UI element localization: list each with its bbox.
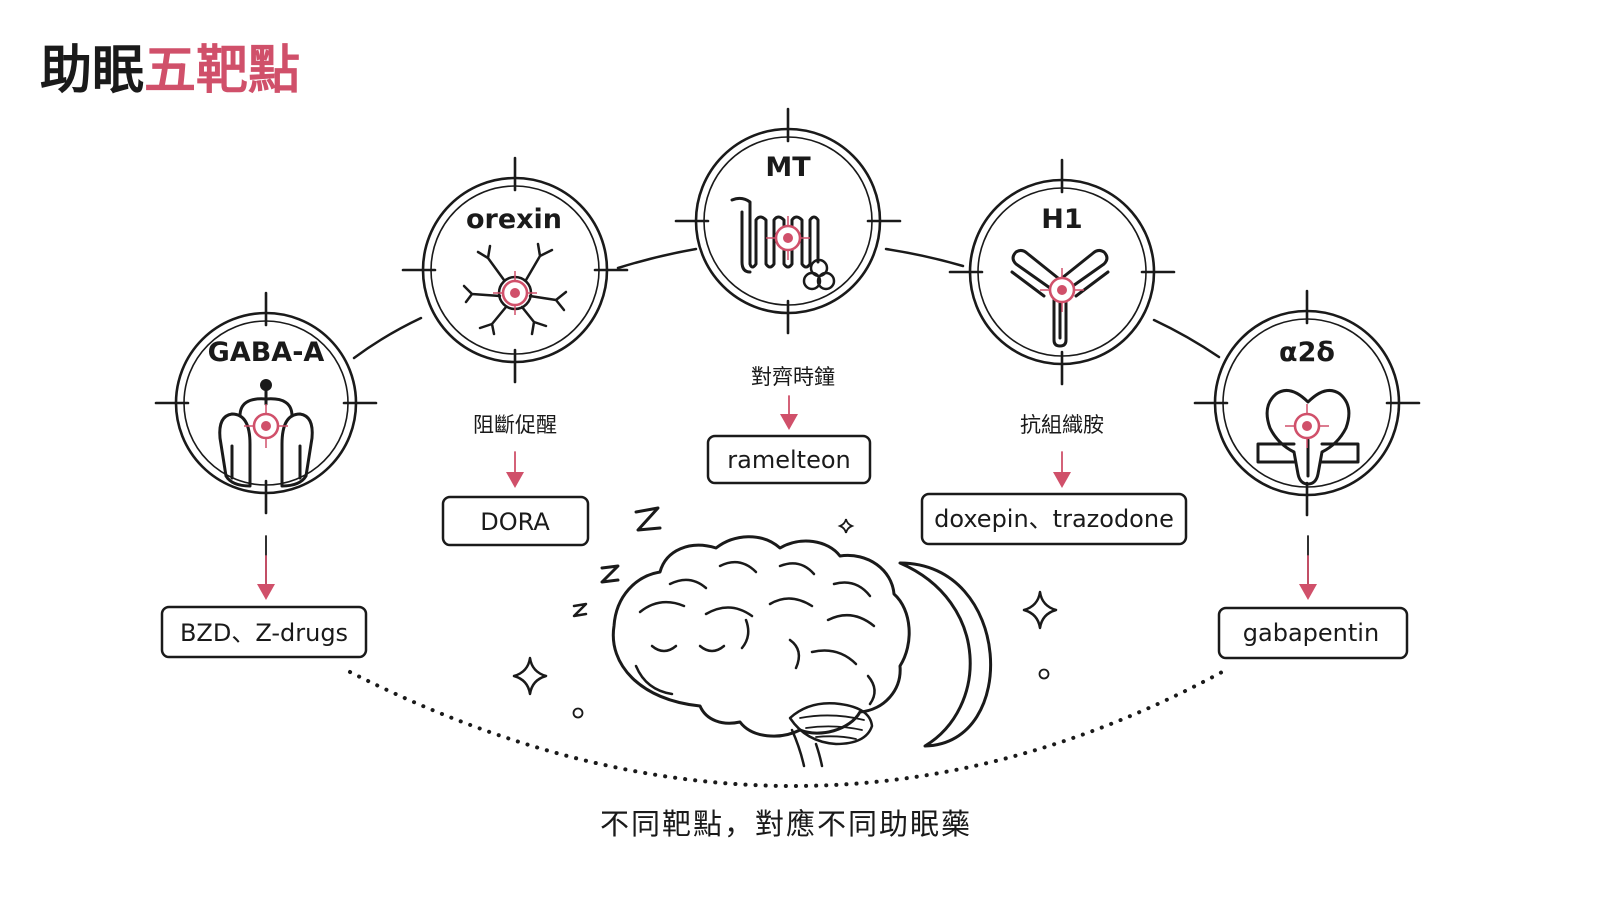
dotted-arc <box>348 670 1224 788</box>
drug-label-a2d: gabapentin <box>1243 619 1379 647</box>
y-receptor-icon <box>1010 248 1110 348</box>
drug-label-h1: doxepin、trazodone <box>934 505 1174 533</box>
leader-arrows <box>257 395 1317 600</box>
bullseye-mt <box>766 216 810 260</box>
calcium-channel-subunit-icon <box>1256 388 1360 486</box>
drug-box-gaba-a: BZD、Z-drugs <box>160 605 368 659</box>
target-label-h1: H1 <box>1041 204 1082 235</box>
bullseye-h1 <box>1040 268 1084 312</box>
title-part-1: 助眠 <box>40 41 144 101</box>
gaba-a-receptor-icon <box>218 379 314 488</box>
drug-box-orexin: DORA <box>441 495 590 547</box>
target-label-a2d: α2δ <box>1279 337 1335 368</box>
sleeping-brain-icon <box>611 535 911 768</box>
crosshair-targets <box>154 107 1421 517</box>
crescent-moon-icon <box>898 561 993 748</box>
drug-box-a2d: gabapentin <box>1217 606 1409 660</box>
page-title: 助眠五靶點 <box>40 41 300 101</box>
zzz-icon <box>572 506 662 618</box>
title-part-2: 五靶點 <box>144 41 300 101</box>
sparkle-icon <box>512 518 1058 719</box>
crosshair-target-orexin <box>401 156 629 384</box>
drug-label-orexin: DORA <box>480 508 550 536</box>
drug-box-mt: ramelteon <box>706 434 872 485</box>
drug-box-h1: doxepin、trazodone <box>920 492 1188 546</box>
footer-caption: 不同靶點，對應不同助眠藥 <box>600 807 972 841</box>
target-connector-arc <box>352 247 1221 360</box>
bullseye-markers <box>244 216 1329 448</box>
mechanism-label-orexin: 阻斷促醒 <box>473 413 557 437</box>
mechanism-label-h1: 抗組織胺 <box>1020 413 1104 437</box>
bullseye-orexin <box>493 271 537 315</box>
target-label-gaba-a: GABA-A <box>208 337 325 368</box>
target-label-mt: MT <box>765 152 811 183</box>
crosshair-target-h1 <box>948 158 1176 386</box>
bullseye-a2d <box>1285 404 1329 448</box>
crosshair-target-a2d <box>1193 289 1421 517</box>
crosshair-target-mt <box>674 107 902 335</box>
crosshair-target-gaba <box>154 291 378 515</box>
drug-label-mt: ramelteon <box>727 446 850 474</box>
gpcr-receptor-icon <box>730 196 836 291</box>
bullseye-gaba <box>244 404 288 448</box>
drug-label-gaba-a: BZD、Z-drugs <box>180 619 348 647</box>
mechanism-label-mt: 對齊時鐘 <box>751 365 835 389</box>
target-label-orexin: orexin <box>466 204 562 235</box>
